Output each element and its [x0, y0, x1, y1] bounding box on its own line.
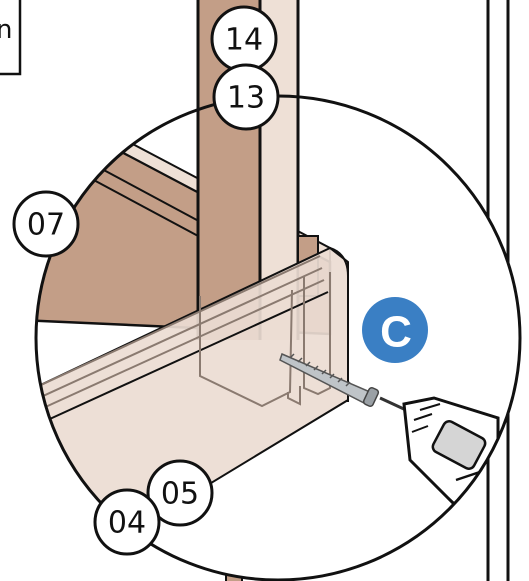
callout-05: 05 [146, 459, 214, 527]
screw-icon [279, 352, 380, 408]
callout-05-label: 05 [161, 477, 199, 512]
callout-07: 07 [12, 190, 80, 258]
callout-07-label: 07 [27, 208, 65, 243]
zoom-detail [36, 96, 501, 521]
callout-13: 13 [212, 63, 280, 131]
step-badge-label: C [380, 308, 412, 357]
step-badge-circle [362, 297, 428, 363]
callout-04-label: 04 [108, 506, 146, 541]
front-rail [36, 246, 349, 521]
step-badge: C [362, 297, 428, 363]
corner-label-box: n [0, 0, 22, 76]
callout-04: 04 [93, 488, 161, 556]
callout-14: 14 [210, 5, 278, 73]
callout-13-label: 13 [227, 81, 265, 116]
corner-label-text: n [0, 15, 12, 45]
callout-14-label: 14 [225, 23, 263, 58]
